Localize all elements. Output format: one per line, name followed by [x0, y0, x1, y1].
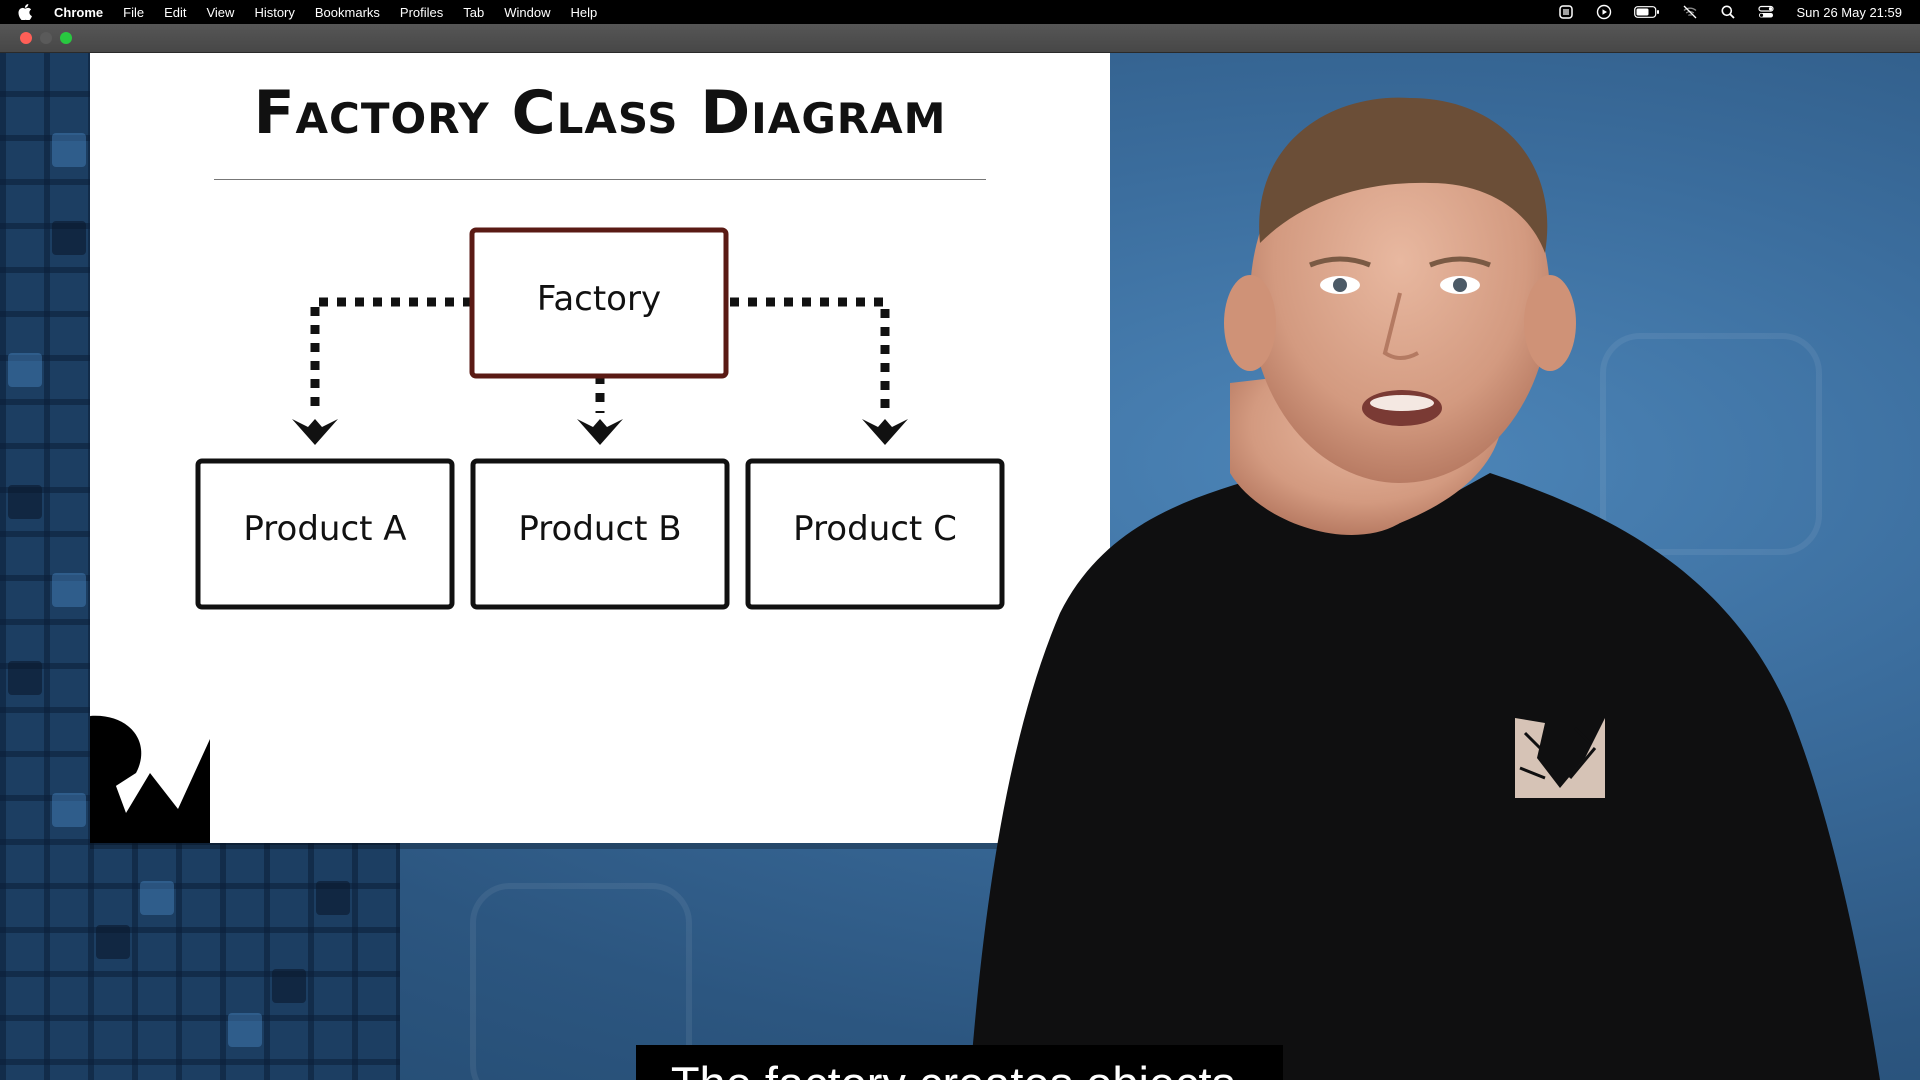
connectors	[310, 297, 890, 413]
menu-profiles[interactable]: Profiles	[399, 4, 444, 20]
video-frame[interactable]: Factory Class Diagram	[0, 53, 1920, 1080]
hair	[1259, 97, 1548, 253]
background-heart-icon	[470, 883, 692, 1080]
product-c-box	[745, 458, 1005, 610]
play-circle-icon[interactable]	[1596, 4, 1612, 20]
menu-file[interactable]: File	[123, 4, 145, 20]
background-swift-icon	[1600, 333, 1822, 555]
product-a-label: Product A	[243, 509, 407, 549]
slide-title: Factory Class Diagram	[253, 78, 947, 148]
rw-logo-icon	[90, 715, 210, 843]
shirt-logo-icon	[1515, 718, 1605, 798]
minimize-window-button[interactable]	[40, 32, 52, 44]
menu-window[interactable]: Window	[504, 4, 551, 20]
title-divider	[214, 179, 986, 180]
menu-bar: Chrome File Edit View History Bookmarks …	[0, 0, 1920, 24]
product-b-box	[470, 458, 730, 610]
status-area: Sun 26 May 21:59	[1558, 0, 1902, 24]
menubar-clock[interactable]: Sun 26 May 21:59	[1796, 4, 1902, 20]
battery-icon[interactable]	[1634, 4, 1660, 20]
arrowheads	[292, 419, 908, 445]
window-titlebar	[0, 24, 1920, 53]
control-center-icon[interactable]	[1758, 4, 1775, 20]
menu-edit[interactable]: Edit	[164, 4, 187, 20]
wifi-off-icon[interactable]	[1682, 4, 1698, 20]
t-shirt	[970, 468, 1880, 1080]
product-b-label: Product B	[518, 509, 682, 549]
maximize-window-button[interactable]	[60, 32, 72, 44]
arrowhead-c	[862, 419, 908, 445]
close-window-button[interactable]	[20, 32, 32, 44]
presenter	[970, 97, 1880, 1080]
menu-tab[interactable]: Tab	[463, 4, 485, 20]
apple-icon[interactable]	[18, 4, 38, 20]
product-a-box	[195, 458, 455, 610]
class-diagram	[90, 227, 1005, 843]
menu-help[interactable]: Help	[570, 4, 598, 20]
arrowhead-a	[292, 419, 338, 445]
menu-view[interactable]: View	[206, 4, 235, 20]
video-caption: The factory creates objects.	[636, 1045, 1283, 1080]
slide: Factory Class Diagram	[90, 53, 1110, 843]
app-name[interactable]: Chrome	[54, 4, 104, 20]
connector-c	[730, 297, 890, 413]
product-c-label: Product C	[793, 509, 957, 549]
menu-bookmarks[interactable]: Bookmarks	[314, 4, 380, 20]
menu-history[interactable]: History	[254, 4, 295, 20]
arrowhead-b	[577, 419, 623, 445]
factory-label: Factory	[536, 279, 662, 319]
search-icon[interactable]	[1720, 4, 1736, 20]
app-icon[interactable]	[1558, 4, 1574, 20]
connector-a	[310, 297, 472, 413]
factory-box	[469, 227, 729, 379]
